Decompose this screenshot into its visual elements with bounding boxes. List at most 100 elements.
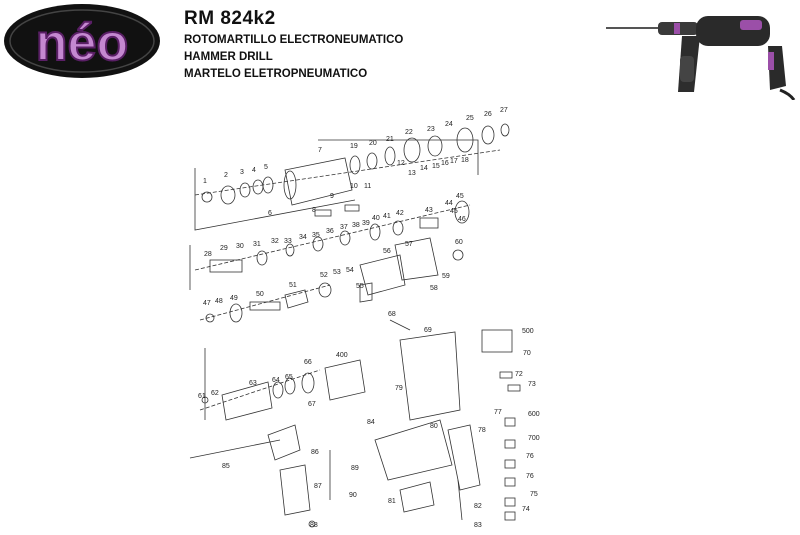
part-label-18: 18 (461, 157, 469, 164)
part-label-87: 87 (314, 483, 322, 490)
part-label-77: 77 (494, 409, 502, 416)
part-label-7: 7 (318, 147, 322, 154)
part-label-25: 25 (466, 115, 474, 122)
part-label-34: 34 (299, 234, 307, 241)
part-label-37: 37 (340, 224, 348, 231)
part-label-21: 21 (386, 136, 394, 143)
part-label-90: 90 (349, 492, 357, 499)
part-label-81: 81 (388, 498, 396, 505)
part-label-42: 42 (396, 210, 404, 217)
part-label-85: 85 (222, 463, 230, 470)
model-title: RM 824k2 (184, 8, 276, 29)
subtitle-es: ROTOMARTILLO ELECTRONEUMATICO (184, 34, 404, 46)
part-label-15: 15 (432, 163, 440, 170)
part-label-58: 58 (430, 285, 438, 292)
part-label-52: 52 (320, 272, 328, 279)
part-labels: 1 2 3 4 5 6 7 8 9 10 11 12 13 14 15 16 1… (198, 107, 540, 529)
part-label-8: 8 (312, 207, 316, 214)
part-label-6: 6 (268, 210, 272, 217)
part-label-39: 39 (362, 220, 370, 227)
part-label-82: 82 (474, 503, 482, 510)
part-label-66: 66 (304, 359, 312, 366)
part-label-33: 33 (284, 238, 292, 245)
part-label-59: 59 (442, 273, 450, 280)
hammer-drill-photo (606, 16, 796, 100)
part-label-27: 27 (500, 107, 508, 114)
part-label-32: 32 (271, 238, 279, 245)
part-label-41: 41 (383, 213, 391, 220)
part-label-79: 79 (395, 385, 403, 392)
part-label-65: 65 (285, 374, 293, 381)
part-label-12: 12 (397, 160, 405, 167)
part-label-48: 48 (215, 298, 223, 305)
part-label-72: 72 (515, 371, 523, 378)
part-label-73: 73 (528, 381, 536, 388)
part-label-76-a: 76 (526, 453, 534, 460)
part-label-700: 700 (528, 435, 540, 442)
part-label-45-a: 45 (450, 208, 458, 215)
part-label-83: 83 (474, 522, 482, 529)
part-label-51: 51 (289, 282, 297, 289)
part-label-10: 10 (350, 183, 358, 190)
part-label-56: 56 (383, 248, 391, 255)
part-label-80: 80 (430, 423, 438, 430)
part-label-500: 500 (522, 328, 534, 335)
part-label-78: 78 (478, 427, 486, 434)
part-label-28: 28 (204, 251, 212, 258)
part-label-22: 22 (405, 129, 413, 136)
part-label-88: 88 (310, 522, 318, 529)
part-label-74: 74 (522, 506, 530, 513)
part-label-3: 3 (240, 169, 244, 176)
part-label-53: 53 (333, 269, 341, 276)
part-label-57: 57 (405, 241, 413, 248)
part-label-63: 63 (249, 380, 257, 387)
part-label-75: 75 (530, 491, 538, 498)
part-label-70: 70 (523, 350, 531, 357)
part-label-76-b: 76 (526, 473, 534, 480)
neo-logo: néo (4, 4, 160, 78)
part-label-47: 47 (203, 300, 211, 307)
part-label-26: 26 (484, 111, 492, 118)
part-label-9: 9 (330, 193, 334, 200)
part-label-36: 36 (326, 228, 334, 235)
part-label-14: 14 (420, 165, 428, 172)
part-label-20: 20 (369, 140, 377, 147)
part-label-17: 17 (450, 158, 458, 165)
part-label-11: 11 (364, 183, 371, 190)
part-label-1: 1 (203, 178, 207, 185)
part-label-60: 60 (455, 239, 463, 246)
part-label-16: 16 (441, 160, 449, 167)
part-label-5: 5 (264, 164, 268, 171)
part-label-49: 49 (230, 295, 238, 302)
part-label-67: 67 (308, 401, 316, 408)
part-label-64: 64 (272, 377, 280, 384)
part-label-68: 68 (388, 311, 396, 318)
part-label-38: 38 (352, 222, 360, 229)
part-label-30: 30 (236, 243, 244, 250)
exploded-parts-diagram: 1 2 3 4 5 6 7 8 9 10 11 12 13 14 15 16 1… (189, 107, 540, 529)
part-label-62: 62 (211, 390, 219, 397)
part-label-69: 69 (424, 327, 432, 334)
part-label-84: 84 (367, 419, 375, 426)
part-label-45-b: 45 (456, 193, 464, 200)
part-label-50: 50 (256, 291, 264, 298)
part-label-400: 400 (336, 352, 348, 359)
part-label-61: 61 (198, 393, 206, 400)
part-label-43: 43 (425, 207, 433, 214)
subtitle-en: HAMMER DRILL (184, 51, 273, 63)
logo-oval (4, 4, 160, 78)
part-label-13: 13 (408, 170, 416, 177)
part-label-600: 600 (528, 411, 540, 418)
part-label-24: 24 (445, 121, 453, 128)
part-label-55: 55 (356, 283, 364, 290)
part-label-86: 86 (311, 449, 319, 456)
part-label-31: 31 (253, 241, 261, 248)
logo-text: néo (36, 14, 128, 72)
part-label-54: 54 (346, 267, 354, 274)
part-label-19: 19 (350, 143, 358, 150)
part-label-23: 23 (427, 126, 435, 133)
part-label-2: 2 (224, 172, 228, 179)
part-label-44: 44 (445, 200, 453, 207)
part-label-40: 40 (372, 215, 380, 222)
part-label-4: 4 (252, 167, 256, 174)
